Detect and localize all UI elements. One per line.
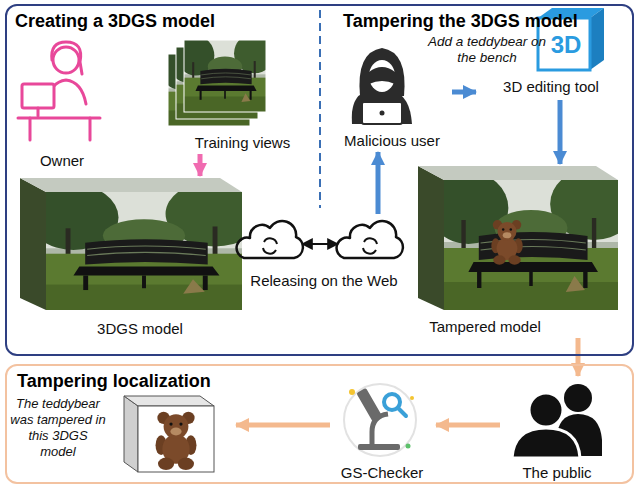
node-label: 3D editing tool	[486, 78, 616, 96]
flow-arrow	[376, 152, 381, 214]
flow-arrow	[436, 423, 500, 428]
flow-arrow	[576, 338, 581, 376]
gs-model-image	[20, 178, 264, 310]
flow-arrow	[236, 423, 330, 428]
public-icon	[512, 384, 602, 458]
panel-heading: Tampering localization	[17, 370, 317, 392]
malicious-user-icon	[352, 48, 412, 124]
owner-node: Owner	[17, 40, 109, 172]
node-label: Tampered model	[420, 318, 550, 336]
node-label: Training views	[186, 134, 299, 152]
tampered-model-node: Tampered model	[418, 164, 622, 338]
node-label: The public	[500, 464, 614, 482]
node-label: 3DGS model	[30, 320, 250, 338]
flow-arrow	[558, 100, 563, 164]
teddy-cube	[124, 396, 214, 472]
model-node: 3DGS model	[20, 176, 252, 342]
result-node: The teddybear was tampered in this 3DGS …	[10, 390, 236, 480]
edge-label: Add a teddybear on the bench	[428, 34, 546, 66]
checker-node: GS-Checker	[330, 382, 436, 484]
tampered-model-image	[418, 166, 637, 310]
node-label: Malicious user	[334, 132, 450, 150]
cloud-icons	[237, 221, 403, 258]
node-label: Releasing on the Web	[238, 272, 410, 290]
node-label: 3D	[540, 30, 592, 59]
training-views-node: Training views	[164, 38, 301, 154]
training-views-images	[161, 33, 275, 126]
public-node: The public	[500, 376, 616, 484]
flow-arrow	[452, 90, 476, 95]
panel-heading: Creating a 3DGS model	[15, 10, 315, 32]
node-label: The teddybear was tampered in this 3DGS …	[10, 396, 106, 460]
node-label: GS-Checker	[330, 464, 434, 482]
panel-heading: Tampering the 3DGS model	[343, 10, 628, 32]
creation-panel: Creating a 3DGS model Tampering the 3DGS …	[5, 4, 634, 356]
divider-dashed	[319, 10, 321, 208]
node-label: Owner	[17, 152, 107, 170]
web-release-node: Releasing on the Web	[238, 214, 412, 292]
microscope-icon	[344, 384, 416, 456]
owner-icon	[18, 42, 100, 140]
flow-arrow	[198, 154, 203, 176]
localization-panel: Tampering localizationThe teddybear was …	[5, 364, 634, 484]
malicious-user-node: Malicious user	[334, 40, 452, 152]
